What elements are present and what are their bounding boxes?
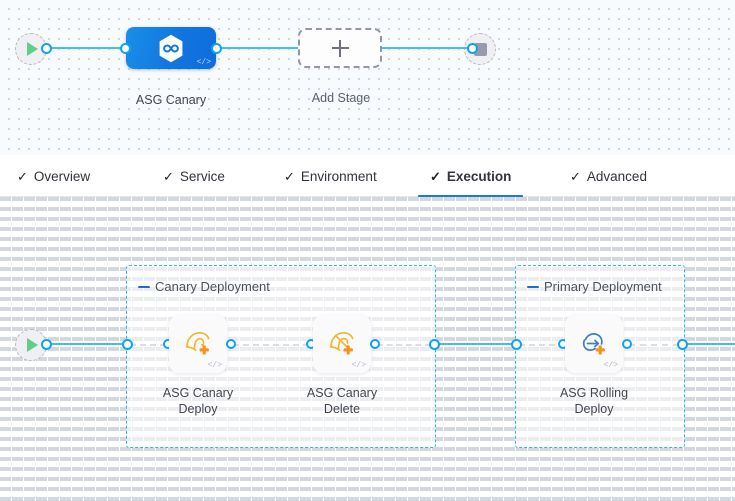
check-icon: ✓ [430,168,441,184]
end-connector-dot[interactable] [467,43,478,54]
tab-advanced[interactable]: ✓ Advanced [570,155,647,197]
execution-graph-canvas[interactable]: Canary Deployment [0,197,735,501]
link-asg-canary-to-add-stage [216,47,301,49]
link-start-to-asg-canary [46,47,132,49]
asg-rolling-deploy-icon [582,333,605,355]
check-icon: ✓ [163,168,174,184]
primary-group-output-dot[interactable] [677,339,688,350]
play-icon [27,338,38,352]
step-code-badge[interactable]: </> [207,361,222,370]
execution-start-dot[interactable] [41,339,52,350]
link-canary-group-to-primary-group [435,343,517,345]
step-node-asg-rolling-deploy[interactable]: </> [565,315,623,373]
step-label-line2: Delete [323,402,361,416]
hexagon-infinity-icon [159,34,183,63]
execution-start-node[interactable] [15,329,47,361]
stage-code-badge[interactable]: </> [196,58,211,67]
asg-canary-deploy-icon [186,331,210,355]
stage-config-tabs: ✓ Overview ✓ Service ✓ Environment ✓ Exe… [0,155,735,198]
stage-graph-canvas[interactable]: </> ASG Canary Add Stage [0,0,735,155]
tab-environment[interactable]: ✓ Environment [284,155,377,197]
group-label-canary-deployment[interactable]: Canary Deployment [138,279,270,294]
asg-canary-delete-output-dot[interactable] [370,339,380,349]
asg-canary-delete-icon [330,331,354,355]
start-connector-dot[interactable] [41,43,52,54]
link-start-to-canary-group [46,343,127,345]
check-icon: ✓ [17,168,28,184]
tab-service[interactable]: ✓ Service [163,155,225,197]
check-icon: ✓ [284,168,295,184]
asg-rolling-deploy-output-dot[interactable] [622,339,632,349]
tab-advanced-label: Advanced [586,168,647,184]
group-title: Primary Deployment [544,279,662,294]
step-label-asg-rolling-deploy: ASG Rolling Deploy [534,385,654,417]
collapse-icon[interactable] [138,285,150,288]
step-label-asg-canary-delete: ASG Canary Delete [282,385,402,417]
step-label-line2: Deploy [178,402,218,416]
step-code-badge[interactable]: </> [603,361,618,370]
tab-service-label: Service [179,168,225,184]
link-add-stage-to-end [382,47,472,49]
step-label-line2: Deploy [574,402,614,416]
tab-environment-label: Environment [300,168,377,184]
step-label-line1: ASG Rolling [559,386,629,400]
check-icon: ✓ [570,168,581,184]
tab-execution-label: Execution [446,168,512,184]
step-code-badge[interactable]: </> [351,361,366,370]
asg-canary-deploy-output-dot[interactable] [226,339,236,349]
asg-canary-output-dot[interactable] [211,43,222,54]
step-label-line1: ASG Canary [306,386,378,400]
active-tab-indicator [418,195,524,198]
group-title: Canary Deployment [155,279,270,294]
group-label-primary-deployment[interactable]: Primary Deployment [527,279,662,294]
add-stage-label: Add Stage [311,91,371,105]
primary-group-input-dot[interactable] [511,339,522,350]
stage-node-asg-canary[interactable]: </> [126,27,216,69]
stage-label-asg-canary: ASG Canary [135,93,207,107]
canary-group-output-dot[interactable] [429,339,440,350]
step-node-asg-canary-delete[interactable]: </> [313,315,371,373]
step-label-asg-canary-deploy: ASG Canary Deploy [138,385,258,417]
tab-overview-label: Overview [33,168,91,184]
step-node-asg-canary-deploy[interactable]: </> [169,315,227,373]
tab-execution[interactable]: ✓ Execution [418,155,524,198]
canary-group-input-dot[interactable] [122,339,133,350]
play-icon [27,42,38,56]
tab-overview[interactable]: ✓ Overview [17,155,90,197]
step-label-line1: ASG Canary [162,386,234,400]
collapse-icon[interactable] [527,285,539,288]
plus-icon-v [339,39,341,57]
asg-canary-input-dot[interactable] [120,43,131,54]
add-stage-button[interactable] [298,28,382,68]
link-primary-group-to-end [683,343,735,345]
